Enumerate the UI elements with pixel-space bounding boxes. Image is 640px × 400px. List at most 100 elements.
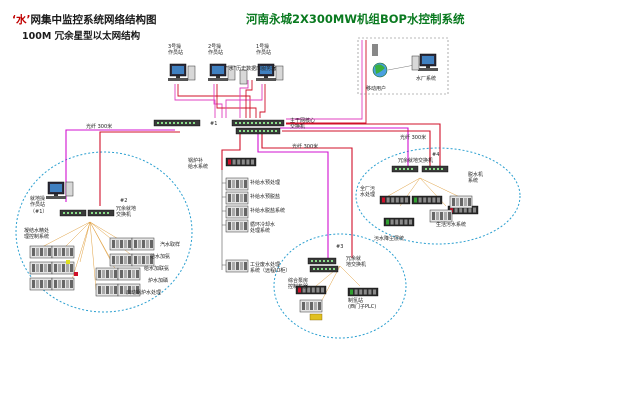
right-plc-2-slot-icon [437,197,440,203]
left-cabinet-13-module-icon [132,286,135,294]
left-cabinet-8-module-icon [116,256,119,264]
bottom-cabinet-1-module-icon [310,302,313,310]
bottom-switch-a-port-icon [327,260,329,262]
right-plc-3-slot-icon [454,207,458,213]
core-switch-left-port-icon [165,122,167,124]
remote-server-label: 水厂系统 [416,76,437,82]
left-cabinet-6-module-icon [112,240,115,248]
bottom-plc-1-slot-icon [311,287,315,293]
center-header-slot-icon [251,159,254,165]
zone-left-boundary [15,151,193,313]
remote-client-icon [372,44,378,56]
left-cabinet-3-module-icon [66,264,69,272]
center-cabinet-0-module-icon [228,180,231,188]
operator-station-3-keyboard-icon [256,78,276,81]
left-cabinet-0-module-icon [48,248,51,256]
left-cabinet-4-module-icon [32,280,35,288]
core-switch-left-port-icon [181,122,183,124]
core-switch-left-port-icon [157,122,159,124]
core-switch-right-port-icon [263,122,265,124]
right-plc-2-slot-icon [427,197,431,203]
operator-station-label: 2号操 作员站 [208,44,224,57]
left-cabinet-7-module-icon [134,240,137,248]
center-cabinet-2-module-icon [232,208,235,216]
left-cabinet-3-module-icon [54,264,57,272]
left-switch-tag: #2 [120,198,128,204]
operator-station-2-screen-icon [212,66,224,74]
core-switch-right-lower-port-icon [247,130,249,132]
left-cabinet-3-module-icon [70,264,73,272]
left-switch-a-port-icon [71,212,73,214]
left-cabinet-4-module-icon [36,280,39,288]
center-cabinet-0-module-icon [240,180,243,188]
core-switch-right-port-icon [259,122,261,124]
bottom-item-label: 制氢站 (西门子PLC) [348,298,377,311]
left-cabinet-10-module-icon [106,270,109,278]
core-switch-label: 主干网核心 交换机 [290,118,316,131]
right-item-label: 生活污水系统 [436,222,467,228]
core-switch-right-lower-port-icon [263,130,265,132]
left-operator-stand-icon [54,194,58,196]
center-cabinet-0-module-icon [244,180,247,188]
right-plc-2-slot-icon [432,197,436,203]
right-plc-4-slot-icon [390,219,394,225]
right-switch-a-port-icon [395,168,397,170]
left-cabinet-12-module-icon [114,286,117,294]
left-cabinet-4-module-icon [40,280,43,288]
diagram-subtitle: 100M 冗余星型以太网结构 [22,31,141,42]
left-switch-b-port-icon [107,212,109,214]
bottom-switch-a-port-icon [331,260,333,262]
right-switch-b-port-icon [437,168,439,170]
left-cabinet-2-module-icon [32,264,35,272]
center-cabinet-2-module-icon [240,208,243,216]
left-cabinet-9-module-icon [150,256,153,264]
trunk-lines [65,123,441,258]
bottom-plc-2-slot-icon [363,289,367,295]
bottom-plc-1-slot-icon [307,287,311,293]
core-switch-right-lower-port-icon [251,130,253,132]
left-cabinet-10-module-icon [98,270,101,278]
fiber-label-mid: 光纤 300米 [292,144,319,150]
left-alarm-icon [74,272,78,276]
right-item-label: 全厂污 水处理 [360,186,376,199]
right-plc-2-slot-icon [414,197,417,203]
core-switch-right-port-icon [255,122,257,124]
right-plc-1-slot-icon [395,197,399,203]
bottom-plc-1-slot-icon [316,287,320,293]
operator-station-1-stand-icon [176,76,180,78]
remote-server-stand-icon [426,66,430,68]
right-plc-2-slot-icon [418,197,422,203]
core-switch-right-lower-port-icon [271,130,273,132]
right-switch-b-port-icon [429,168,431,170]
left-cabinet-1-module-icon [62,248,65,256]
core-switch-right-port-icon [243,122,245,124]
fiber-label-left: 光纤 300米 [86,124,113,130]
left-switch-b-port-icon [103,212,105,214]
left-panel-label: 凝结水精处 理控制系统 [24,228,50,241]
bottom-cabinet-1-module-icon [306,302,309,310]
bottom-cabinet-1-module-icon [318,302,321,310]
core-switch-right-port-icon [271,122,273,124]
fiber-label-right: 光纤 300米 [400,135,427,141]
bottom-plc-2-slot-icon [368,289,372,295]
core-switch-right-lower-port-icon [243,130,245,132]
center-item-label: 循环冷却水 处理系统 [250,222,276,235]
left-cabinet-6-module-icon [128,240,131,248]
right-switch-label: 冗余就地交换机 [398,158,434,164]
center-cabinet-3-module-icon [232,222,235,230]
operator-station-3-screen-icon [260,66,272,74]
left-cabinet-0-module-icon [36,248,39,256]
right-switch-b-port-icon [433,168,435,170]
center-cabinet-1-module-icon [228,194,231,202]
right-cabinet-1-module-icon [460,198,463,206]
center-header-slot-icon [237,159,241,165]
left-cabinet-1-module-icon [66,248,69,256]
core-switch-left-port-icon [161,122,163,124]
core-switch-left-port-icon [189,122,191,124]
left-cabinet-10-module-icon [114,270,117,278]
left-item-label: 汽水取样 [160,242,181,248]
center-cabinet-2-module-icon [244,208,247,216]
left-cabinet-3-module-icon [58,264,61,272]
core-switch-left-port-icon [169,122,171,124]
center-item-label: 工业废水处理 系统（远程IO柜） [250,262,291,275]
